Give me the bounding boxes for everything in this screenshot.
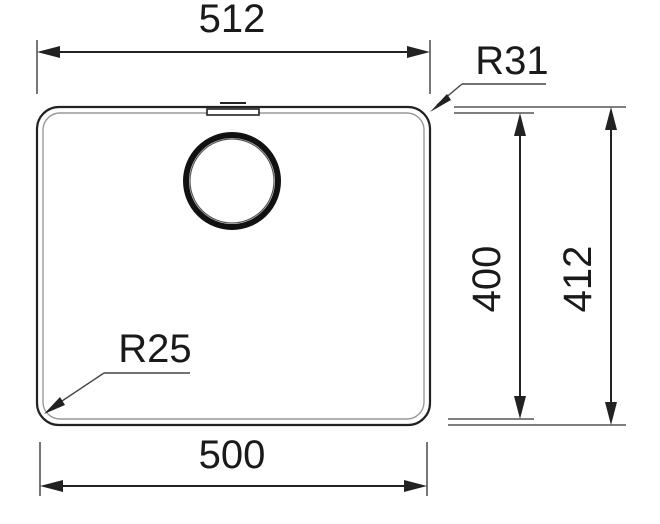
overflow-slot xyxy=(206,102,260,116)
inner-height-label: 400 xyxy=(465,246,509,313)
inner-height-top-arrowhead xyxy=(514,113,526,136)
r31-arrowhead xyxy=(430,94,451,112)
outer-height-dimension: 412 xyxy=(556,107,617,425)
top-width-dimension: 512 xyxy=(36,0,431,94)
r25-leader-diagonal xyxy=(55,372,105,406)
top-left-arrowhead xyxy=(37,46,60,58)
r31-leader: R31 xyxy=(430,39,549,112)
drain xyxy=(183,132,281,230)
bottom-right-arrowhead xyxy=(404,480,427,492)
drain-inner-ring xyxy=(189,138,275,224)
r25-leader: R25 xyxy=(44,327,192,414)
sink-inner-edge xyxy=(42,112,425,420)
sink-outline xyxy=(35,105,432,427)
top-width-label: 512 xyxy=(199,0,266,41)
outer-height-top-arrowhead xyxy=(605,107,617,130)
inner-height-dimension: 400 xyxy=(465,113,526,419)
r31-label: R31 xyxy=(475,39,548,83)
drain-outer-ring xyxy=(183,132,281,230)
bottom-width-label: 500 xyxy=(199,433,266,477)
right-extension-lines xyxy=(448,106,626,426)
inner-height-bottom-arrowhead xyxy=(514,396,526,419)
r25-arrowhead xyxy=(44,397,65,414)
sink-outer-edge xyxy=(35,105,432,427)
overflow-slot-rect xyxy=(206,108,260,116)
outer-height-label: 412 xyxy=(556,246,600,313)
outer-height-bottom-arrowhead xyxy=(605,402,617,425)
top-right-arrowhead xyxy=(407,46,430,58)
bottom-width-dimension: 500 xyxy=(39,433,428,496)
bottom-left-arrowhead xyxy=(40,480,63,492)
r25-label: R25 xyxy=(118,327,191,371)
